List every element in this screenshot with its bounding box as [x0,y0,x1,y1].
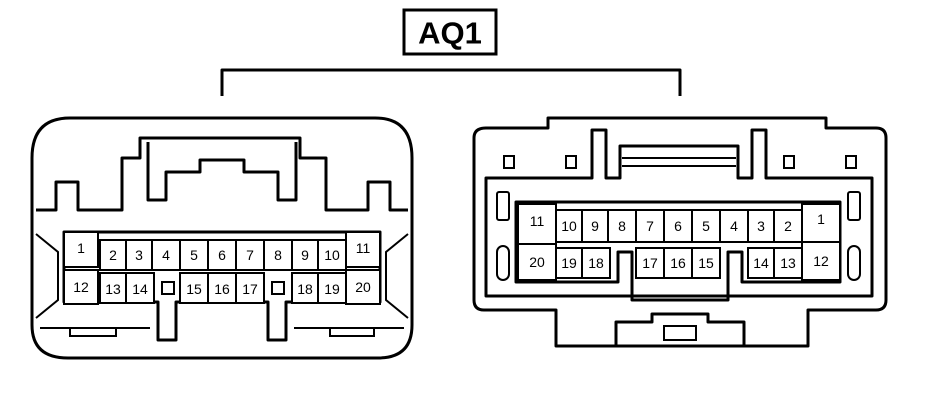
right-pin-label: 6 [674,218,682,234]
right-pin-label: 1 [817,211,825,227]
left-pin-label: 14 [132,281,148,297]
left-pin-label: 9 [301,247,309,263]
right-pin-label: 13 [780,255,796,271]
left-pin-label: 10 [324,247,340,263]
right-pin-label: 8 [618,218,626,234]
right-pin-label: 20 [529,254,545,270]
left-pin-label: 1 [77,240,85,256]
right-pin-label: 15 [698,255,714,271]
left-pin-label: 8 [274,247,282,263]
right-pin-label: 2 [784,218,792,234]
left-pin-label: 11 [356,240,371,256]
right-pin-label: 3 [757,218,765,234]
left-pin-label: 3 [135,247,143,263]
left-pin-label: 19 [324,281,340,297]
left-pin-label: 20 [355,279,371,295]
right-pin-label: 16 [670,255,686,271]
right-pin-label: 14 [753,255,769,271]
right-pin-label: 19 [561,255,577,271]
left-pin-label: 12 [73,279,89,295]
left-pin-label: 15 [186,281,202,297]
right-pin-label: 18 [588,255,604,271]
right-pin-label: 7 [646,218,654,234]
right-pin-label: 5 [702,218,710,234]
left-pin-label: 4 [162,247,170,263]
left-pin-label: 18 [297,281,313,297]
right-pin-label: 12 [813,253,829,269]
left-pin-label: 5 [190,247,198,263]
connector-bracket [220,68,682,96]
right-connector: 11 10 9 8 7 6 5 4 3 2 1 20 19 18 17 16 1… [472,116,888,348]
left-pin-label: 16 [214,281,230,297]
left-pin-label: 7 [246,247,254,263]
right-pin-label: 4 [730,218,738,234]
left-pin-label: 13 [105,281,121,297]
title-text: AQ1 [418,16,482,51]
right-pin-label: 10 [561,218,577,234]
left-connector: 1 2 3 4 5 6 7 8 9 10 11 12 13 14 15 16 1… [30,116,414,360]
left-pin-label: 17 [242,281,258,297]
right-pin-label: 11 [530,213,545,229]
right-pin-label: 9 [591,218,599,234]
connector-title-label: AQ1 [402,8,498,56]
left-pin-label: 6 [218,247,226,263]
left-pin-label: 2 [109,247,117,263]
right-pin-label: 17 [642,255,658,271]
